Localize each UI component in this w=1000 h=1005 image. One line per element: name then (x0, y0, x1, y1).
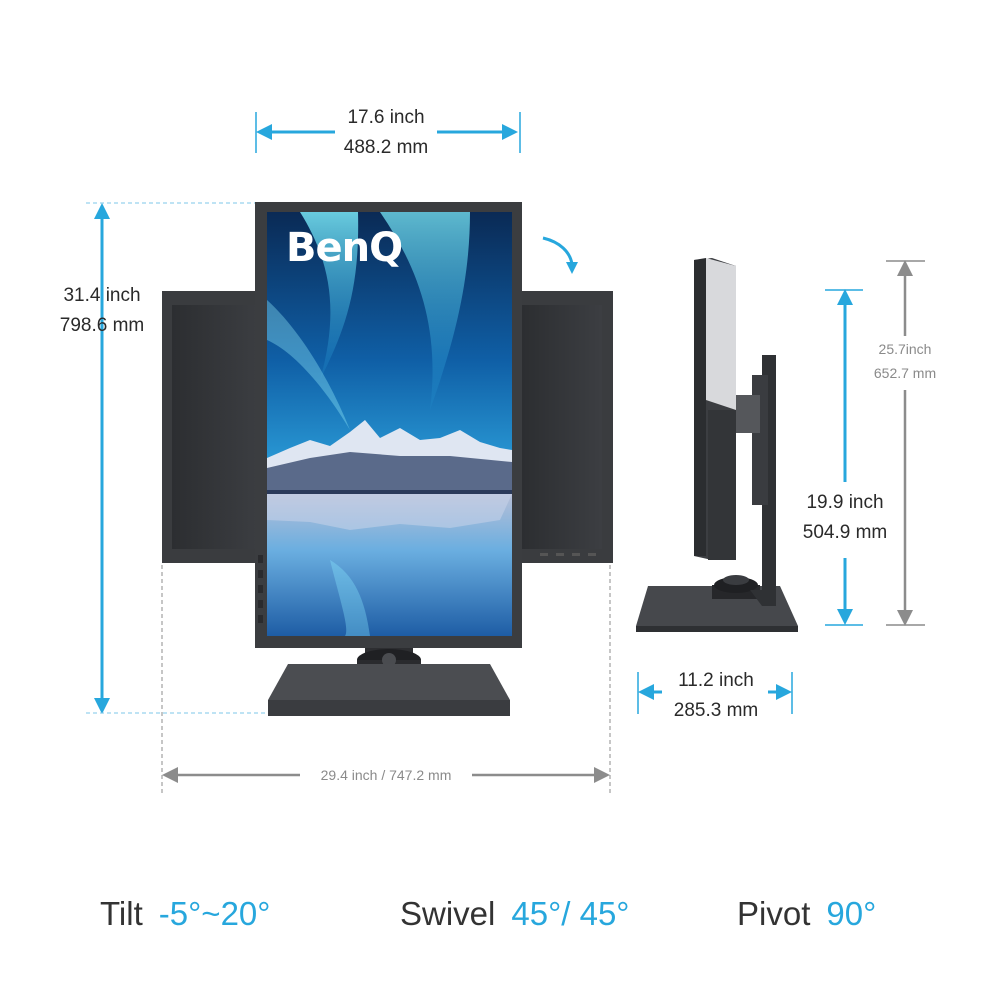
panel-width-metric: 488.2 mm (343, 137, 429, 158)
panel-width-arrow (255, 112, 521, 153)
side-height-adjust-imperial: 19.9 inch (806, 492, 884, 513)
base-depth-imperial: 11.2 inch (678, 670, 754, 691)
side-height-adjust-arrow (825, 289, 863, 626)
swivel-width-arrow (161, 565, 611, 796)
side-height-adjust-metric: 504.9 mm (802, 522, 888, 543)
spec-swivel-value: 45°/ 45° (511, 895, 630, 932)
max-height-label: 31.4 inch 798.6 mm (40, 281, 164, 341)
max-height-arrow (86, 202, 268, 714)
side-total-height-imperial: 25.7inch (878, 341, 932, 357)
swivel-ghost-left (162, 291, 266, 563)
side-monitor (636, 258, 798, 632)
max-height-metric: 798.6 mm (59, 315, 145, 336)
spec-tilt: Tilt -5°~20° (100, 886, 270, 942)
panel-width-imperial: 17.6 inch (347, 107, 425, 128)
swivel-ghost-right (510, 291, 613, 563)
curved-arrow-icon (542, 236, 578, 274)
base-depth-metric: 285.3 mm (673, 700, 759, 721)
spec-pivot-label: Pivot (737, 895, 811, 932)
swivel-width-label: 29.4 inch / 747.2 mm (320, 767, 452, 783)
brand-logo: BenQ (286, 225, 403, 271)
side-total-height-arrow (886, 260, 925, 626)
base-depth-arrow (637, 672, 793, 714)
spec-swivel-label: Swivel (400, 895, 496, 932)
front-monitor (255, 202, 522, 716)
spec-swivel: Swivel 45°/ 45° (400, 886, 630, 942)
spec-tilt-value: -5°~20° (158, 895, 271, 932)
base-depth-label: 11.2 inch 285.3 mm (656, 666, 776, 726)
side-total-height-label: 25.7inch 652.7 mm (860, 337, 950, 385)
side-total-height-metric: 652.7 mm (873, 365, 937, 381)
spec-pivot: Pivot 90° (737, 886, 876, 942)
panel-width-label: 17.6 inch 488.2 mm (324, 103, 448, 163)
side-height-adjust-label: 19.9 inch 504.9 mm (788, 488, 902, 548)
spec-pivot-value: 90° (826, 895, 877, 932)
max-height-imperial: 31.4 inch (63, 285, 141, 306)
spec-tilt-label: Tilt (100, 895, 143, 932)
